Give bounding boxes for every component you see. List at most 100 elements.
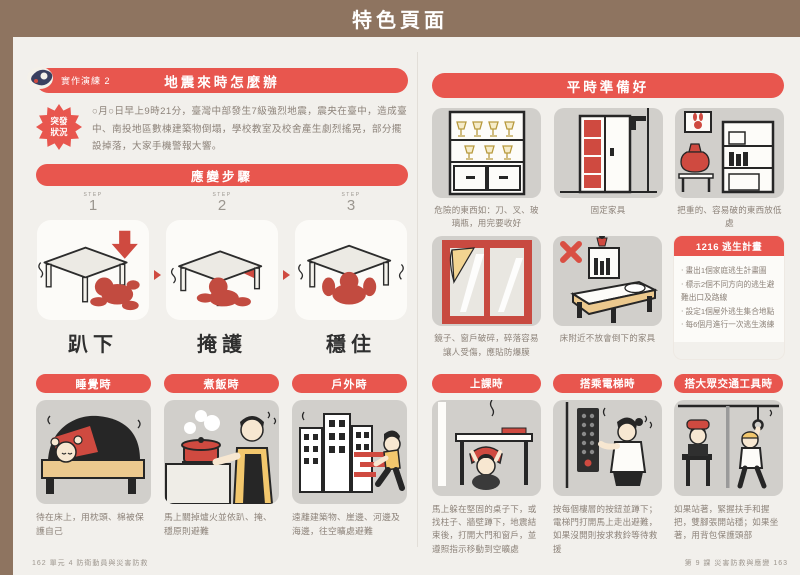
escape-plan-item: 每6個月進行一次逃生演練	[681, 318, 777, 331]
page-title: 特色頁面	[352, 10, 448, 32]
right-page: 平時準備好	[432, 68, 784, 554]
situation-transit-title: 搭大眾交通工具時	[674, 374, 783, 393]
situation-class: 上課時 馬上躲在堅	[432, 374, 541, 556]
footer-left-page-number: 162 單元 4 防衛動員與災害防救	[32, 560, 149, 567]
outdoor-illustration-box	[292, 400, 407, 504]
prepare-banner: 平時準備好	[432, 73, 784, 98]
cooking-illustration	[165, 410, 277, 504]
safety-window-film-caption: 鏡子、窗戶破碎，碎落容易讓人受傷，應貼防爆膜	[434, 333, 539, 357]
situation-transit-caption: 如果站著，緊握扶手和握把，雙腳張開站穩；如果坐著，用背包保護頭部	[674, 504, 779, 541]
left-situations-row: 睡覺時 待在床上，	[36, 374, 408, 538]
scenario-burst-badge: 突發 狀況	[36, 104, 82, 150]
scenario-text: ○月○日早上9時21分，臺灣中部發生7級強烈地震，震央在臺中，造成臺中、南投地區…	[92, 106, 408, 153]
step-1-label: STEP	[83, 192, 103, 199]
escape-plan-item: 標示2個不同方向的逃生避難出口及路線	[681, 278, 777, 305]
step-3-illustration-box	[295, 219, 407, 320]
prep-fix-furniture-caption: 固定家具	[590, 205, 626, 215]
situation-outdoor-caption: 遠離建築物、崖邊、河邊及海邊，往空曠處避難	[292, 512, 400, 536]
page-gutter	[417, 52, 418, 547]
step-2: STEP 2	[165, 192, 279, 357]
safety-bed-area: 床附近不放會倒下的家具	[553, 236, 662, 358]
elevator-illustration-box	[553, 400, 662, 496]
lesson-banner-title: 地震來時怎麼辦	[164, 74, 280, 90]
sleeping-illustration	[41, 415, 145, 494]
situation-sleeping-caption: 待在床上，用枕頭、棉被保護自己	[36, 512, 144, 536]
situation-cooking-caption: 馬上關掉爐火並依趴、掩、穩原則避難	[164, 512, 272, 536]
step-3-number: 3	[346, 197, 356, 215]
step-1-name: 趴下	[68, 333, 118, 356]
steps-banner: 應變步驟	[36, 164, 408, 187]
classroom-illustration	[438, 400, 533, 490]
public-transport-illustration	[678, 404, 779, 489]
drop-under-table-illustration	[38, 230, 140, 310]
scenario-block: 突發 狀況 ○月○日早上9時21分，臺灣中部發生7級強烈地震，震央在臺中，造成臺…	[36, 102, 408, 156]
fixed-wardrobe-illustration	[559, 108, 657, 194]
footer-right-page-number: 第 9 課 災害防救與應變 163	[684, 560, 788, 567]
safety-window-film: 鏡子、窗戶破碎，碎落容易讓人受傷，應貼防爆膜	[432, 236, 541, 358]
step-1: STEP 1	[36, 192, 150, 357]
prep-dangerous-items-caption: 危險的東西如：刀、叉、玻璃瓶，用完要收好	[434, 205, 539, 229]
situation-outdoor-title: 戶外時	[292, 374, 407, 393]
escape-plan-title: 1216 逃生計畫	[674, 236, 784, 257]
safety-bed-area-caption: 床附近不放會倒下的家具	[559, 333, 656, 344]
classroom-illustration-box	[432, 400, 541, 496]
right-situations-row: 上課時 馬上躲在堅	[432, 374, 784, 556]
page-header: 特色頁面	[0, 0, 800, 37]
bed-no-tall-furniture-illustration	[560, 236, 659, 324]
low-shelf-illustration	[678, 111, 775, 194]
step-2-number: 2	[217, 197, 227, 215]
outdoor-illustration	[299, 411, 405, 493]
situation-elevator: 搭乘電梯時	[553, 374, 662, 556]
cooking-illustration-box	[164, 400, 279, 504]
escape-plan-item: 設定1個屋外逃生集合地點	[681, 305, 777, 318]
situation-outdoor: 戶外時	[292, 374, 407, 538]
step-3-label: STEP	[341, 192, 361, 199]
situation-class-caption: 馬上躲在堅固的桌子下，或找柱子、牆壁蹲下，地震結束後，打開大門和窗戶，並遵照指示…	[432, 504, 537, 554]
step-1-illustration-box	[37, 219, 149, 320]
step-arrow-icon	[154, 270, 161, 281]
situation-class-title: 上課時	[432, 374, 541, 393]
step-2-illustration-box	[166, 219, 278, 320]
hold-on-under-table-illustration	[298, 244, 404, 305]
escape-plan-list: 畫出1個家庭逃生計畫圖 標示2個不同方向的逃生避難出口及路線 設定1個屋外逃生集…	[674, 256, 784, 342]
prep-heavy-low-caption: 把重的、容易破的東西放低處	[677, 205, 782, 229]
bed-illustration-box	[553, 236, 662, 327]
prep-dangerous-items: 危險的東西如：刀、叉、玻璃瓶，用完要收好	[432, 108, 541, 230]
scenario-burst-text: 突發 狀況	[36, 104, 82, 150]
cover-under-table-illustration	[170, 250, 263, 307]
whistle-icon	[27, 67, 53, 89]
transit-illustration-box	[674, 400, 783, 496]
burst-line2: 狀況	[50, 127, 68, 137]
cabinet-illustration-box	[432, 108, 541, 198]
step-2-label: STEP	[212, 192, 232, 199]
left-edge-strip	[0, 37, 13, 575]
glass-cabinet-illustration	[448, 110, 526, 196]
step-arrow-icon	[283, 270, 290, 281]
prep-heavy-low: 把重的、容易破的東西放低處	[675, 108, 784, 230]
exercise-badge-label: 實作演練 2	[61, 76, 111, 86]
prep-fix-furniture: 固定家具	[553, 108, 663, 230]
starburst-icon	[36, 104, 82, 150]
elevator-illustration	[565, 402, 653, 488]
situation-cooking-title: 煮飯時	[164, 374, 279, 393]
step-3-name: 穩住	[326, 333, 376, 356]
situation-transit: 搭大眾交通工具時	[674, 374, 783, 556]
escape-plan-box: 1216 逃生計畫 畫出1個家庭逃生計畫圖 標示2個不同方向的逃生避難出口及路線…	[674, 236, 784, 358]
prepare-banner-title: 平時準備好	[566, 79, 650, 95]
steps-row: STEP 1	[36, 192, 408, 357]
escape-plan-item: 畫出1個家庭逃生計畫圖	[681, 264, 777, 277]
situation-sleeping-title: 睡覺時	[36, 374, 151, 393]
situation-cooking: 煮飯時	[164, 374, 279, 538]
left-page: 實作演練 2 地震來時怎麼辦 突發 狀況 ○月○日早上9時21分，臺灣中部發生7…	[27, 67, 408, 548]
shelf-illustration-box	[675, 108, 784, 198]
situation-elevator-caption: 按每個樓層的按鈕並蹲下；電梯門打開馬上走出避難，如果沒開則按求救鈴等待救援	[553, 504, 658, 554]
step-1-number: 1	[88, 197, 98, 215]
home-safety-row: 鏡子、窗戶破碎，碎落容易讓人受傷，應貼防爆膜	[432, 236, 784, 358]
situation-sleeping: 睡覺時 待在床上，	[36, 374, 151, 538]
window-film-illustration	[442, 240, 532, 325]
burst-line1: 突發	[50, 116, 68, 127]
lesson-banner: 實作演練 2 地震來時怎麼辦	[27, 67, 408, 93]
step-2-name: 掩護	[197, 333, 247, 356]
sleeping-illustration-box	[36, 400, 151, 504]
